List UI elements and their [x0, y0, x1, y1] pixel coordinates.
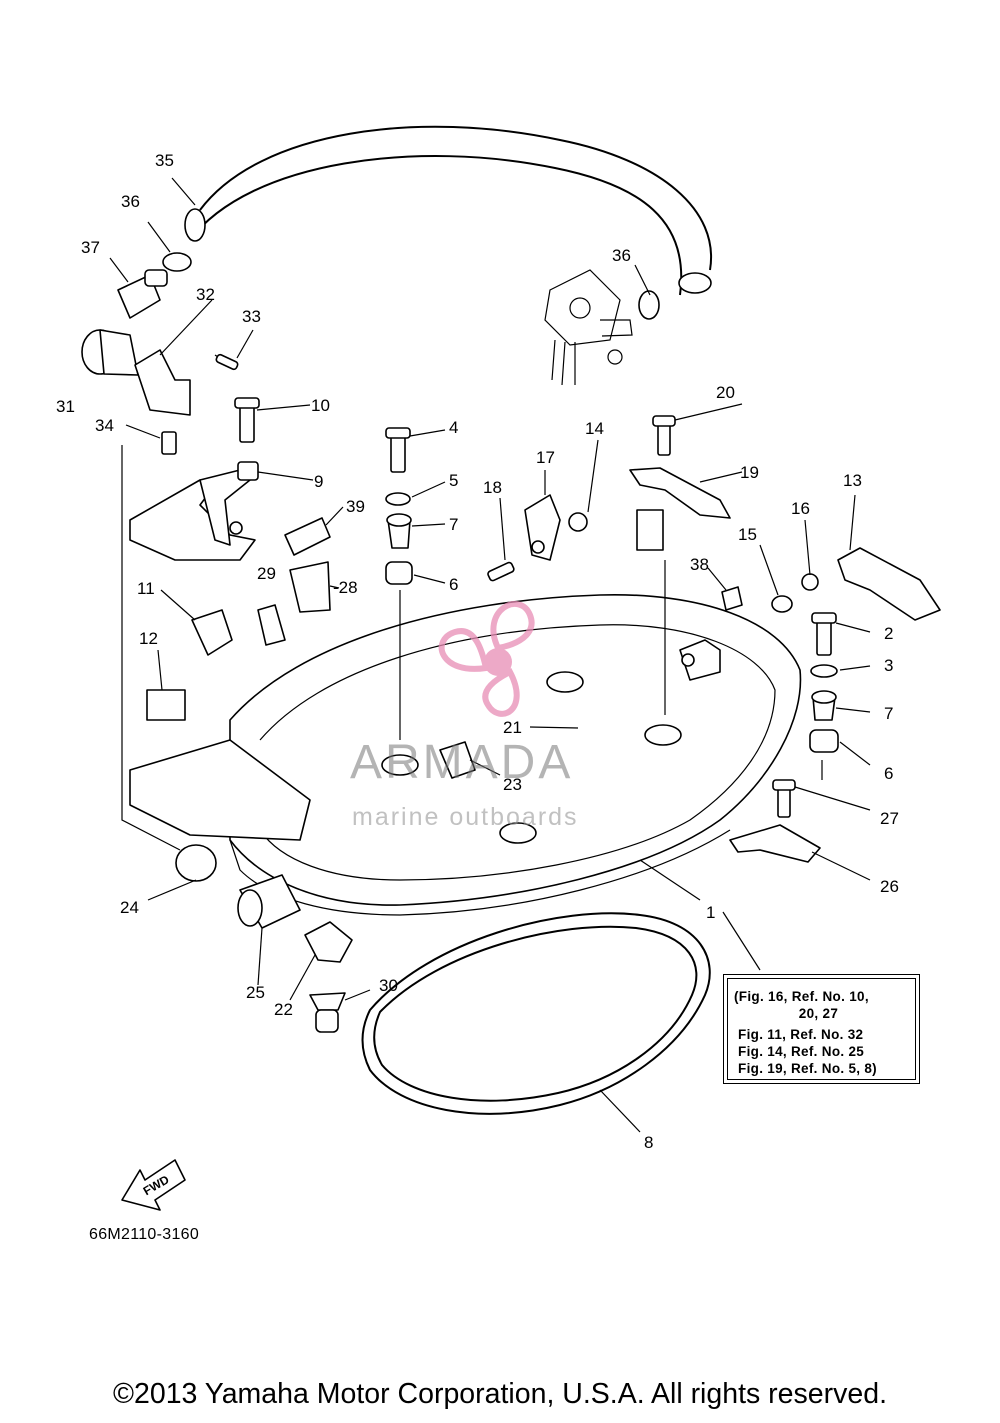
callout-30: 30: [379, 976, 398, 995]
callout-17: 17: [536, 448, 555, 467]
callout-19: 19: [740, 463, 759, 482]
callout-37: 37: [81, 238, 100, 257]
callout-28: -28: [333, 578, 358, 597]
callout-38: 38: [690, 555, 709, 574]
callout-32: 32: [196, 285, 215, 304]
callout-36a: 36: [121, 192, 140, 211]
callout-33: 33: [242, 307, 261, 326]
leader-lines: [109, 177, 871, 1133]
callout-39: 39: [346, 497, 365, 516]
fuel-connector-assembly: [81, 269, 239, 455]
callout-24: 24: [120, 898, 139, 917]
callout-9: 9: [314, 472, 323, 491]
right-side-parts: [487, 415, 941, 621]
watermark-logo: [438, 601, 535, 717]
diagram-code: 66M2110-3160: [89, 1226, 200, 1243]
callout-27: 27: [880, 809, 899, 828]
watermark-name: ARMADA: [350, 736, 574, 789]
callout-4: 4: [449, 418, 458, 437]
fuel-hose: [184, 125, 713, 296]
reference-note-inner: [727, 978, 916, 1080]
callout-13: 13: [843, 471, 862, 490]
callout-6a: 6: [449, 575, 458, 594]
note-line-4: Fig. 14, Ref. No. 25: [734, 1044, 865, 1059]
upper-bracket: [129, 397, 260, 561]
callout-12: 12: [139, 629, 158, 648]
callout-20: 20: [716, 383, 735, 402]
note-line-3: Fig. 11, Ref. No. 32: [734, 1027, 864, 1042]
right-mount-stack: [809, 612, 839, 753]
callout-29: 29: [257, 564, 276, 583]
callout-11: 11: [137, 579, 155, 598]
callout-15: 15: [738, 525, 757, 544]
callout-36b: 36: [612, 246, 631, 265]
callout-16: 16: [791, 499, 810, 518]
fwd-arrow: FWD: [121, 1159, 186, 1211]
watermark-tagline: marine outboards: [352, 803, 579, 831]
copyright-notice: ©2013 Yamaha Motor Corporation, U.S.A. A…: [113, 1378, 887, 1410]
callout-2: 2: [884, 624, 893, 643]
misc-small-parts: [146, 517, 331, 721]
callout-7a: 7: [449, 515, 458, 534]
callout-31: 31: [56, 397, 75, 416]
callout-10: 10: [311, 396, 330, 415]
reference-note-box: (Fig. 16, Ref. No. 10, 20, 27 Fig. 11, R…: [723, 974, 920, 1084]
callout-21: 21: [503, 718, 522, 737]
callout-22: 22: [274, 1000, 293, 1019]
left-mount-stack: [385, 427, 413, 585]
callout-6b: 6: [884, 764, 893, 783]
callout-18: 18: [483, 478, 502, 497]
hose-clips: [162, 252, 660, 320]
gasket: [361, 912, 711, 1115]
callout-labels: 1 2 3 4 5 6 6 7 7 8 9 10 11 12 13 14 15 …: [56, 151, 899, 1152]
note-line-1: (Fig. 16, Ref. No. 10,: [734, 989, 869, 1004]
callout-23: 23: [503, 775, 522, 794]
callout-3: 3: [884, 656, 893, 675]
callout-34: 34: [95, 416, 114, 435]
note-line-2: 20, 27: [734, 1006, 839, 1021]
note-line-5: Fig. 19, Ref. No. 5, 8): [734, 1061, 877, 1076]
callout-14: 14: [585, 419, 604, 438]
fuel-pump-sketch: [544, 269, 633, 386]
callout-26: 26: [880, 877, 899, 896]
callout-35: 35: [155, 151, 174, 170]
callout-5: 5: [449, 471, 458, 490]
callout-8: 8: [644, 1133, 653, 1152]
lower-parts: [175, 779, 821, 1033]
callout-1: 1: [706, 903, 715, 922]
bottom-cowling: [129, 593, 802, 916]
callout-25: 25: [246, 983, 265, 1002]
callout-7b: 7: [884, 704, 893, 723]
